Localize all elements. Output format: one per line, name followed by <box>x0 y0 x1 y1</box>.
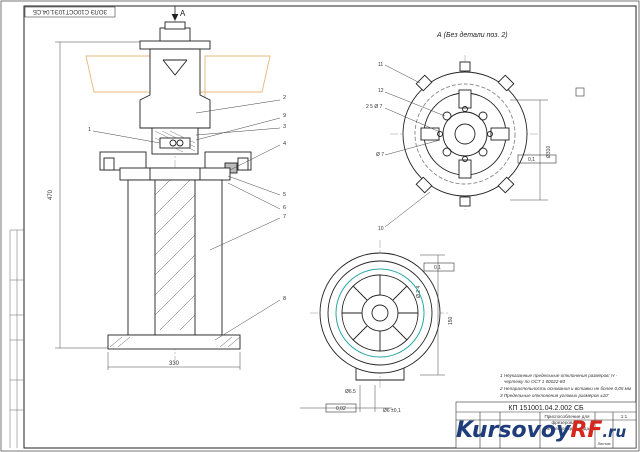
ring-dims <box>300 254 445 412</box>
watermark-brand: Kursovoy <box>456 418 571 443</box>
tol-frame-2 <box>423 262 455 272</box>
width-dim-text: 330 <box>169 361 180 367</box>
note-1: 1 Неуказанные предельные отклонения разм… <box>500 373 618 378</box>
tol-text-2: 0,1 <box>434 265 441 271</box>
callout-5: 5 <box>283 192 286 198</box>
callout-3: 3 <box>283 124 286 130</box>
front-callouts: 2 1 9 3 4 5 6 7 8 <box>88 95 286 302</box>
note-2: 2 Непараллельность основания и вставки н… <box>499 386 632 391</box>
sec-dim-c: Ø6 ±0,1 <box>383 408 401 414</box>
callout-8: 8 <box>283 296 286 302</box>
view-label: A <box>180 9 186 18</box>
width-dimension <box>107 352 241 370</box>
title-block <box>455 401 637 449</box>
plan-dia-text: Ø310 <box>546 146 552 158</box>
front-view <box>85 20 271 360</box>
tol-frame-3 <box>325 403 357 413</box>
plan-leaders <box>384 64 548 228</box>
plan-dim-a: 2 5 Ø 7 <box>366 104 383 110</box>
note-3: 3 Предельные отклонения угловых размеров… <box>500 393 609 398</box>
callout-10: 10 <box>378 226 384 232</box>
note-1b: чертежу по ОСТ 1 00022-80 <box>504 379 565 384</box>
view-arrow <box>171 6 179 21</box>
sec-dim-b: Ø 2 4 <box>416 286 422 298</box>
watermark-rf: RF <box>570 418 603 443</box>
callout-1: 1 <box>88 127 91 133</box>
plan-texts: 11 12 2 5 Ø 7 Ø 7 10 Ø310 <box>366 62 552 232</box>
title-name-1: Приспособление для <box>544 414 590 419</box>
ring-dim-text: 150 <box>448 316 454 325</box>
callout-6: 6 <box>283 205 286 211</box>
callout-4: 4 <box>283 141 286 147</box>
sheets-text: Листов <box>598 441 611 446</box>
height-dimension <box>55 41 140 349</box>
callout-7: 7 <box>283 214 286 220</box>
title-name-3: Чертеж общего вида <box>545 426 590 431</box>
title-name-2: фрезерования <box>551 420 583 425</box>
ring-view <box>310 240 450 390</box>
view-title: А (Без детали поз. 2) <box>436 31 508 39</box>
callout-12: 12 <box>378 88 384 94</box>
watermark: KursovoyRF.ru <box>456 418 638 448</box>
left-margin-strip <box>9 229 24 448</box>
tol-text-1: 0,1 <box>528 157 535 163</box>
height-dim-text: 470 <box>48 189 54 200</box>
tol-text-3: 0,02 <box>336 406 346 412</box>
datum-b-box <box>575 87 585 97</box>
ring-texts: 150 Ø6.5 Ø 2 4 Ø6 ±0,1 <box>345 286 454 414</box>
rot-stamp-box <box>24 6 116 18</box>
notes: 1 Неуказанные предельные отклонения разм… <box>499 373 632 398</box>
tol-frame-1 <box>517 154 557 164</box>
callout-9: 9 <box>283 113 286 119</box>
plan-view <box>390 55 540 210</box>
sec-dim-a: Ø6.5 <box>345 389 356 395</box>
callout-2: 2 <box>283 95 286 101</box>
scale-text: 1:1 <box>621 414 628 419</box>
rot-stamp-text: ЗОЛЭ С10ОСТ10Э1.04.СБ <box>33 8 107 14</box>
callout-11: 11 <box>378 62 383 68</box>
inner-frame <box>23 5 637 449</box>
watermark-tld: .ru <box>602 423 627 441</box>
front-leaders <box>92 99 281 341</box>
plan-dim-b: Ø 7 <box>376 152 384 158</box>
stamp-code: КП 151001.04.2.002 СБ <box>508 405 584 412</box>
